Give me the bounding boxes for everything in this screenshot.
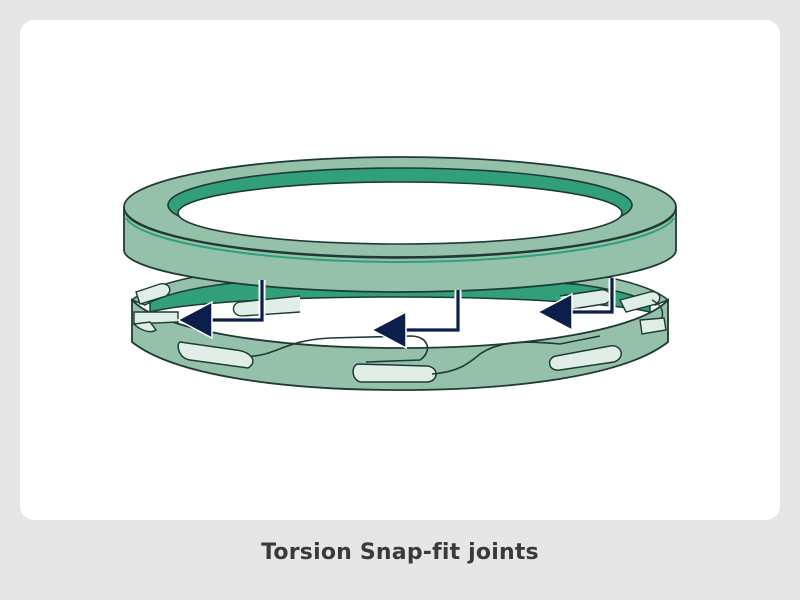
- arrow-left: [176, 280, 266, 340]
- arrow-center: [370, 290, 462, 350]
- rotation-arrows: [176, 278, 616, 350]
- caption: Torsion Snap-fit joints: [261, 540, 539, 565]
- arrow-right: [536, 278, 616, 332]
- upper-ring: [123, 156, 677, 293]
